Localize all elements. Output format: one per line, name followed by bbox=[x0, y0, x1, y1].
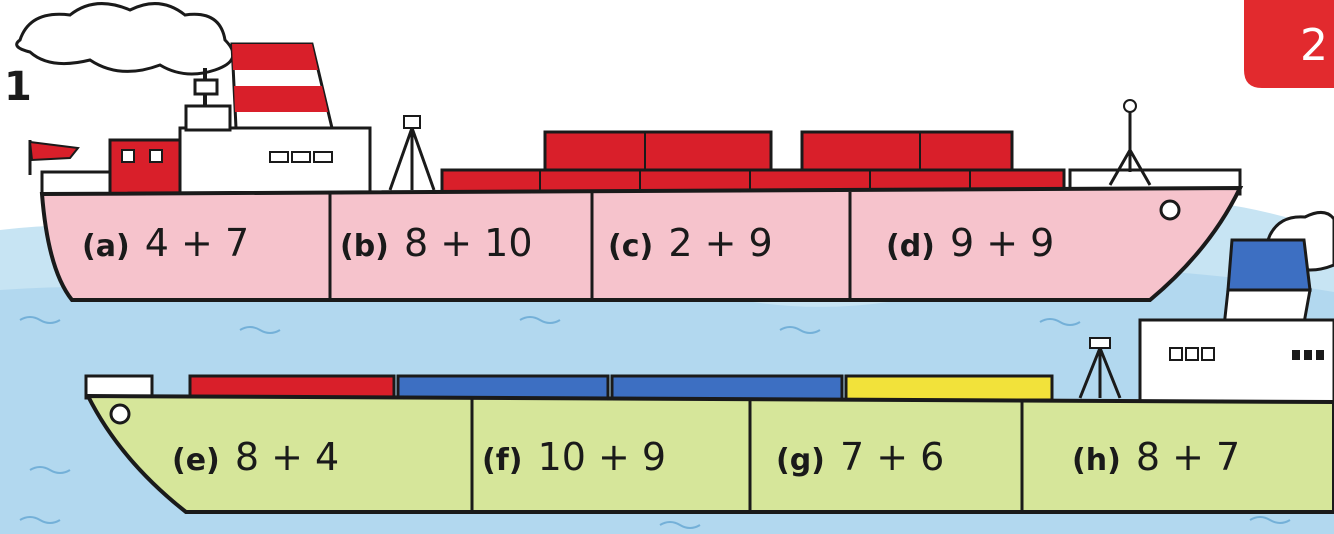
top-container-stack-1 bbox=[543, 130, 773, 174]
bottom-container-blue-2 bbox=[610, 374, 844, 402]
page-number: 2 bbox=[1300, 20, 1328, 71]
problem-g: (g) 7 + 6 bbox=[776, 435, 944, 479]
top-ship-hull bbox=[39, 185, 1244, 302]
problem-h: (h) 8 + 7 bbox=[1072, 435, 1240, 479]
exercise-number: 1 bbox=[4, 64, 32, 110]
problem-d-expression: 9 + 9 bbox=[950, 221, 1054, 265]
problem-b: (b) 8 + 10 bbox=[340, 221, 533, 265]
top-ship: (a) 4 + 7 (b) 8 + 10 (c) 2 + 9 (d) 9 + 9 bbox=[28, 42, 1244, 302]
bottom-container-yellow bbox=[844, 374, 1054, 402]
problem-h-letter: (h) bbox=[1072, 443, 1121, 478]
page-tab bbox=[1244, 0, 1334, 88]
top-ship-red-cabin bbox=[108, 138, 187, 198]
problem-h-expression: 8 + 7 bbox=[1136, 435, 1240, 479]
problem-f-letter: (f) bbox=[482, 443, 522, 478]
problem-e-letter: (e) bbox=[172, 443, 220, 478]
top-ship-flag bbox=[28, 140, 80, 162]
wave-strokes bbox=[19, 316, 1291, 529]
problem-e-expression: 8 + 4 bbox=[235, 435, 339, 479]
problem-a: (a) 4 + 7 bbox=[82, 221, 249, 265]
problem-a-letter: (a) bbox=[82, 229, 130, 264]
problem-c-expression: 2 + 9 bbox=[668, 221, 772, 265]
problem-e: (e) 8 + 4 bbox=[172, 435, 339, 479]
problem-f: (f) 10 + 9 bbox=[482, 435, 666, 479]
problem-d: (d) 9 + 9 bbox=[886, 221, 1054, 265]
bottom-ship: (e) 8 + 4 (f) 10 + 9 (g) 7 + 6 (h) 8 + 7 bbox=[84, 238, 1334, 514]
problem-b-letter: (b) bbox=[340, 229, 389, 264]
problem-c: (c) 2 + 9 bbox=[608, 221, 773, 265]
top-ship-porthole bbox=[1159, 199, 1181, 221]
problem-g-letter: (g) bbox=[776, 443, 825, 478]
bottom-ship-porthole bbox=[109, 403, 131, 425]
problem-f-expression: 10 + 9 bbox=[538, 435, 667, 479]
problem-a-expression: 4 + 7 bbox=[145, 221, 249, 265]
smoke-cloud-top bbox=[15, 2, 235, 76]
problem-b-expression: 8 + 10 bbox=[404, 221, 533, 265]
problem-c-letter: (c) bbox=[608, 229, 653, 264]
bottom-ship-bridge bbox=[1138, 318, 1334, 406]
problem-d-letter: (d) bbox=[886, 229, 935, 264]
problem-g-expression: 7 + 6 bbox=[840, 435, 944, 479]
top-container-stack-2 bbox=[800, 130, 1014, 174]
